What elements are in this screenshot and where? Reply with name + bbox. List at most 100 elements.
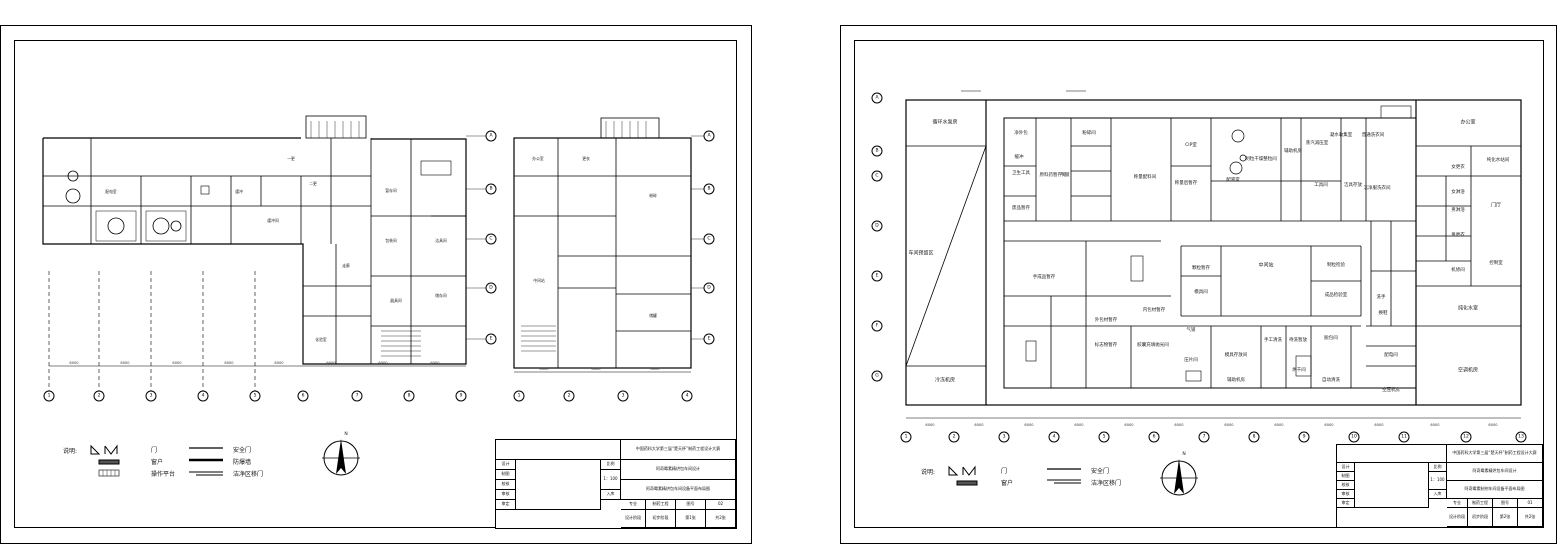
right-axis-marker: 8 bbox=[1248, 431, 1260, 443]
left-row-marker: C bbox=[703, 233, 715, 245]
tb-r1: 图号 bbox=[676, 500, 706, 510]
room-label: 称量后暂存 bbox=[1174, 180, 1198, 186]
right-row-marker: C bbox=[871, 170, 883, 182]
right-legend-title: 说明: bbox=[921, 469, 936, 476]
room-label: 缓冲 bbox=[1014, 154, 1024, 160]
room-label: 粉碎间 bbox=[1082, 130, 1096, 136]
tb-r2: 初步阶段 bbox=[1468, 508, 1493, 527]
right-axis-marker: 6 bbox=[1148, 431, 1160, 443]
room-label: 工具间 bbox=[1314, 182, 1328, 188]
tb-role: 审核 bbox=[1337, 490, 1355, 499]
left-room-label: 配电室 bbox=[105, 189, 117, 195]
left-row-marker: A bbox=[485, 130, 497, 142]
room-label: 男淋浴 bbox=[1451, 207, 1465, 213]
left-row-marker: B bbox=[703, 183, 715, 195]
legend-platform-label: 操作平台 bbox=[151, 471, 176, 478]
left-axis-marker-right: 4 bbox=[681, 390, 693, 402]
right-row-marker: F bbox=[871, 320, 883, 332]
tb-scale-label: 比例 bbox=[601, 460, 621, 470]
left-row-marker: D bbox=[485, 282, 497, 294]
left-dimension: 6000 bbox=[172, 361, 182, 365]
right-axis-marker: 13 bbox=[1515, 431, 1527, 443]
right-axis-marker: 3 bbox=[998, 431, 1010, 443]
left-room-label: 二更 bbox=[309, 181, 317, 187]
legend-firewall-label: 防爆墙 bbox=[233, 459, 252, 466]
room-label: 循环水泵房 bbox=[932, 119, 958, 126]
tb-scale-label: 比例 bbox=[1429, 463, 1447, 472]
right-title-block: 中国药科大学第三届“楚天杯”制药工程设计大赛 设计 制图 校核 审核 审定 比例… bbox=[1336, 444, 1544, 528]
tb-org: 中国药科大学第三届“楚天杯”制药工程设计大赛 bbox=[1447, 445, 1543, 463]
tb-section: 入库 bbox=[1429, 490, 1447, 499]
right-floor-plan bbox=[905, 90, 1522, 419]
room-label: 蒸汽减压室 bbox=[1305, 140, 1329, 146]
tb-project: 阿奇霉素精烘包车间设计 bbox=[621, 460, 736, 480]
left-axis-marker: 4 bbox=[197, 390, 209, 402]
left-room-label: 粉碎 bbox=[649, 193, 657, 199]
room-label: 女淋浴 bbox=[1451, 189, 1465, 195]
north-label: N bbox=[1182, 451, 1186, 457]
room-label: 控制室 bbox=[1489, 260, 1503, 266]
tb-role: 审定 bbox=[1337, 499, 1355, 508]
left-dimension: 6000 bbox=[378, 361, 388, 365]
right-dimension: 6000 bbox=[925, 423, 935, 427]
tb-role: 审定 bbox=[496, 500, 516, 510]
tb-project: 阿奇霉素精烘包车间设计 bbox=[1447, 463, 1543, 481]
right-dimension: 6000 bbox=[1074, 423, 1084, 427]
tb-r2: 设计阶段 bbox=[621, 510, 646, 528]
right-row-marker: G bbox=[871, 370, 883, 382]
room-label: 自动清洗 bbox=[1322, 377, 1340, 383]
room-label: 脱包间 bbox=[1324, 335, 1338, 341]
room-label: 配电间 bbox=[1384, 352, 1398, 358]
room-label: 门厅 bbox=[1490, 202, 1502, 209]
right-dimension: 6000 bbox=[1224, 423, 1234, 427]
right-dimension: 6000 bbox=[974, 423, 984, 427]
left-dimension: 6000 bbox=[591, 367, 601, 371]
left-right-building bbox=[513, 137, 692, 369]
room-label: 卫生工具 bbox=[1012, 170, 1030, 176]
right-dimension: 6000 bbox=[1374, 423, 1384, 427]
left-axis-marker: 9 bbox=[455, 390, 467, 402]
left-axis-marker: 7 bbox=[351, 390, 363, 402]
right-sheet: 循环水泵房 车间预留区 冷冻机房 净外包 缓冲 卫生工具 原料药暂存间 气锁 废… bbox=[840, 25, 1557, 544]
right-axis-marker: 9 bbox=[1298, 431, 1310, 443]
room-label: 换鞋 bbox=[1378, 310, 1388, 316]
left-room-label: 器具间 bbox=[390, 298, 402, 304]
right-dimension: 6000 bbox=[1430, 423, 1440, 427]
room-label: 女更衣 bbox=[1451, 164, 1465, 170]
room-label: CIP室 bbox=[1185, 142, 1197, 148]
left-room-label: 一更 bbox=[287, 156, 295, 162]
tb-r1: 专业 bbox=[621, 500, 646, 510]
left-room-label: 更衣 bbox=[582, 156, 590, 162]
room-label: 中间站 bbox=[1258, 262, 1274, 269]
room-label: 洁净服洗衣间 bbox=[1363, 185, 1391, 191]
left-room-label: 储存间 bbox=[435, 293, 447, 299]
left-sheet: 一更 二更 缓冲 缓冲间 配电室 走廊 暂存间 包装间 洁具间 器具间 储存间 … bbox=[0, 25, 752, 544]
left-title-block: 中国药科大学第三届“楚天杯”制药工程设计大赛 设计 制图 校核 审核 审定 比例… bbox=[495, 439, 737, 529]
left-room-label: 缓冲间 bbox=[267, 218, 279, 224]
left-axis-marker: 8 bbox=[403, 390, 415, 402]
left-dimension: 6000 bbox=[224, 361, 234, 365]
tb-r2: 初步阶段 bbox=[646, 510, 676, 528]
right-axis-marker: 2 bbox=[948, 431, 960, 443]
room-label: 纯化水室 bbox=[1457, 305, 1479, 312]
left-dimension: 6000 bbox=[430, 361, 440, 365]
left-dimension: 6000 bbox=[120, 361, 130, 365]
left-room-label: 办公室 bbox=[532, 156, 544, 162]
left-room-label: 暂存间 bbox=[385, 188, 397, 194]
legend-cleandoor-label: 洁净区移门 bbox=[233, 471, 264, 478]
room-label: 模具存放间 bbox=[1224, 352, 1248, 358]
right-dimension: 6000 bbox=[1274, 423, 1284, 427]
left-dimension: 6000 bbox=[539, 367, 549, 371]
left-axis-marker: 1 bbox=[43, 390, 55, 402]
right-row-marker: B bbox=[871, 145, 883, 157]
room-label: 配液室 bbox=[1226, 177, 1240, 183]
left-room-label: 储罐 bbox=[649, 313, 657, 319]
left-dimension: 6000 bbox=[274, 361, 284, 365]
tb-org: 中国药科大学第三届“楚天杯”制药工程设计大赛 bbox=[621, 440, 736, 460]
room-label: 气锁 bbox=[1186, 327, 1196, 333]
left-axis-marker-right: 2 bbox=[563, 390, 575, 402]
room-label: 称量配料间 bbox=[1133, 174, 1157, 180]
tb-cell-empty bbox=[1355, 463, 1429, 508]
left-axis-marker: 3 bbox=[145, 390, 157, 402]
right-dimension: 6000 bbox=[1024, 423, 1034, 427]
